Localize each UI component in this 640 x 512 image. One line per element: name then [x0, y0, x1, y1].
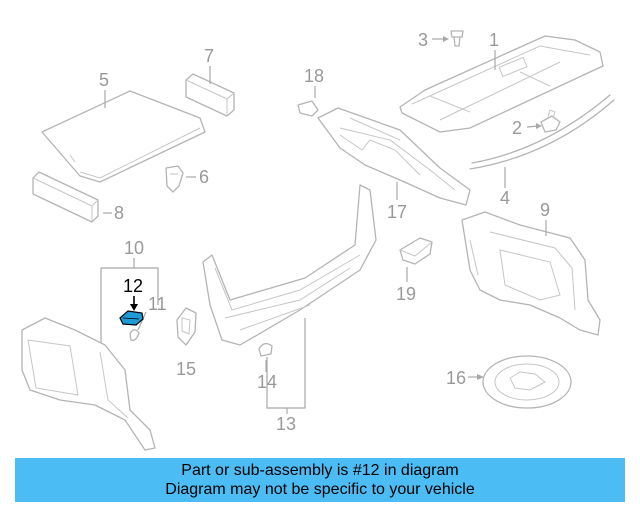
part-2-clip — [540, 109, 561, 133]
part-17-rear-panel-upper — [317, 107, 471, 206]
part-9-quarter-trim-right — [461, 211, 601, 336]
callout-13: 13 — [276, 414, 296, 434]
callout-6: 6 — [199, 167, 209, 187]
info-banner: Part or sub-assembly is #12 in diagram D… — [15, 458, 625, 502]
leader-10 — [100, 267, 159, 345]
callout-5: 5 — [99, 70, 109, 90]
callout-17: 17 — [387, 202, 407, 222]
banner-line-2: Diagram may not be specific to your vehi… — [165, 481, 475, 498]
arrow-3 — [443, 36, 449, 42]
part-16-tire-well-trim — [482, 355, 572, 409]
leader-13 — [266, 318, 306, 409]
part-1-package-tray — [399, 35, 604, 133]
arrow-12 — [130, 304, 138, 311]
part-4-trim-strip — [469, 94, 615, 170]
callout-3: 3 — [418, 30, 428, 50]
banner-line-1: Part or sub-assembly is #12 in diagram — [181, 462, 459, 479]
part-5-floor-panel — [41, 90, 206, 183]
part-6-retainer — [165, 165, 184, 193]
part-11-clip — [129, 329, 140, 341]
callout-14: 14 — [257, 372, 277, 392]
callout-18: 18 — [304, 66, 324, 86]
callout-10: 10 — [124, 238, 144, 258]
part-18-clip — [297, 100, 319, 117]
part-7-bracket — [185, 73, 235, 117]
callout-1: 1 — [489, 30, 499, 50]
callout-15: 15 — [176, 359, 196, 379]
part-14-grommet — [258, 342, 273, 357]
parts-diagram: 1 2 3 4 5 6 7 — [21, 30, 615, 451]
rear-body-panel — [202, 184, 377, 346]
callout-12: 12 — [123, 276, 143, 296]
callout-7: 7 — [204, 46, 214, 66]
part-8-bracket — [32, 171, 99, 223]
callout-2: 2 — [512, 118, 522, 138]
callout-16: 16 — [446, 368, 466, 388]
callout-19: 19 — [396, 284, 416, 304]
part-10-quarter-trim-left — [21, 317, 156, 451]
part-12-highlighted[interactable] — [119, 310, 144, 326]
callout-9: 9 — [540, 200, 550, 220]
callout-8: 8 — [114, 203, 124, 223]
callout-11: 11 — [148, 294, 167, 314]
part-3-push-pin — [450, 30, 464, 47]
arrow-16 — [477, 374, 484, 380]
leader-11 — [137, 311, 147, 331]
part-15-latch-cover — [176, 307, 197, 346]
callout-4: 4 — [500, 188, 510, 208]
arrow-2 — [536, 123, 542, 129]
part-19-bracket — [399, 237, 433, 265]
